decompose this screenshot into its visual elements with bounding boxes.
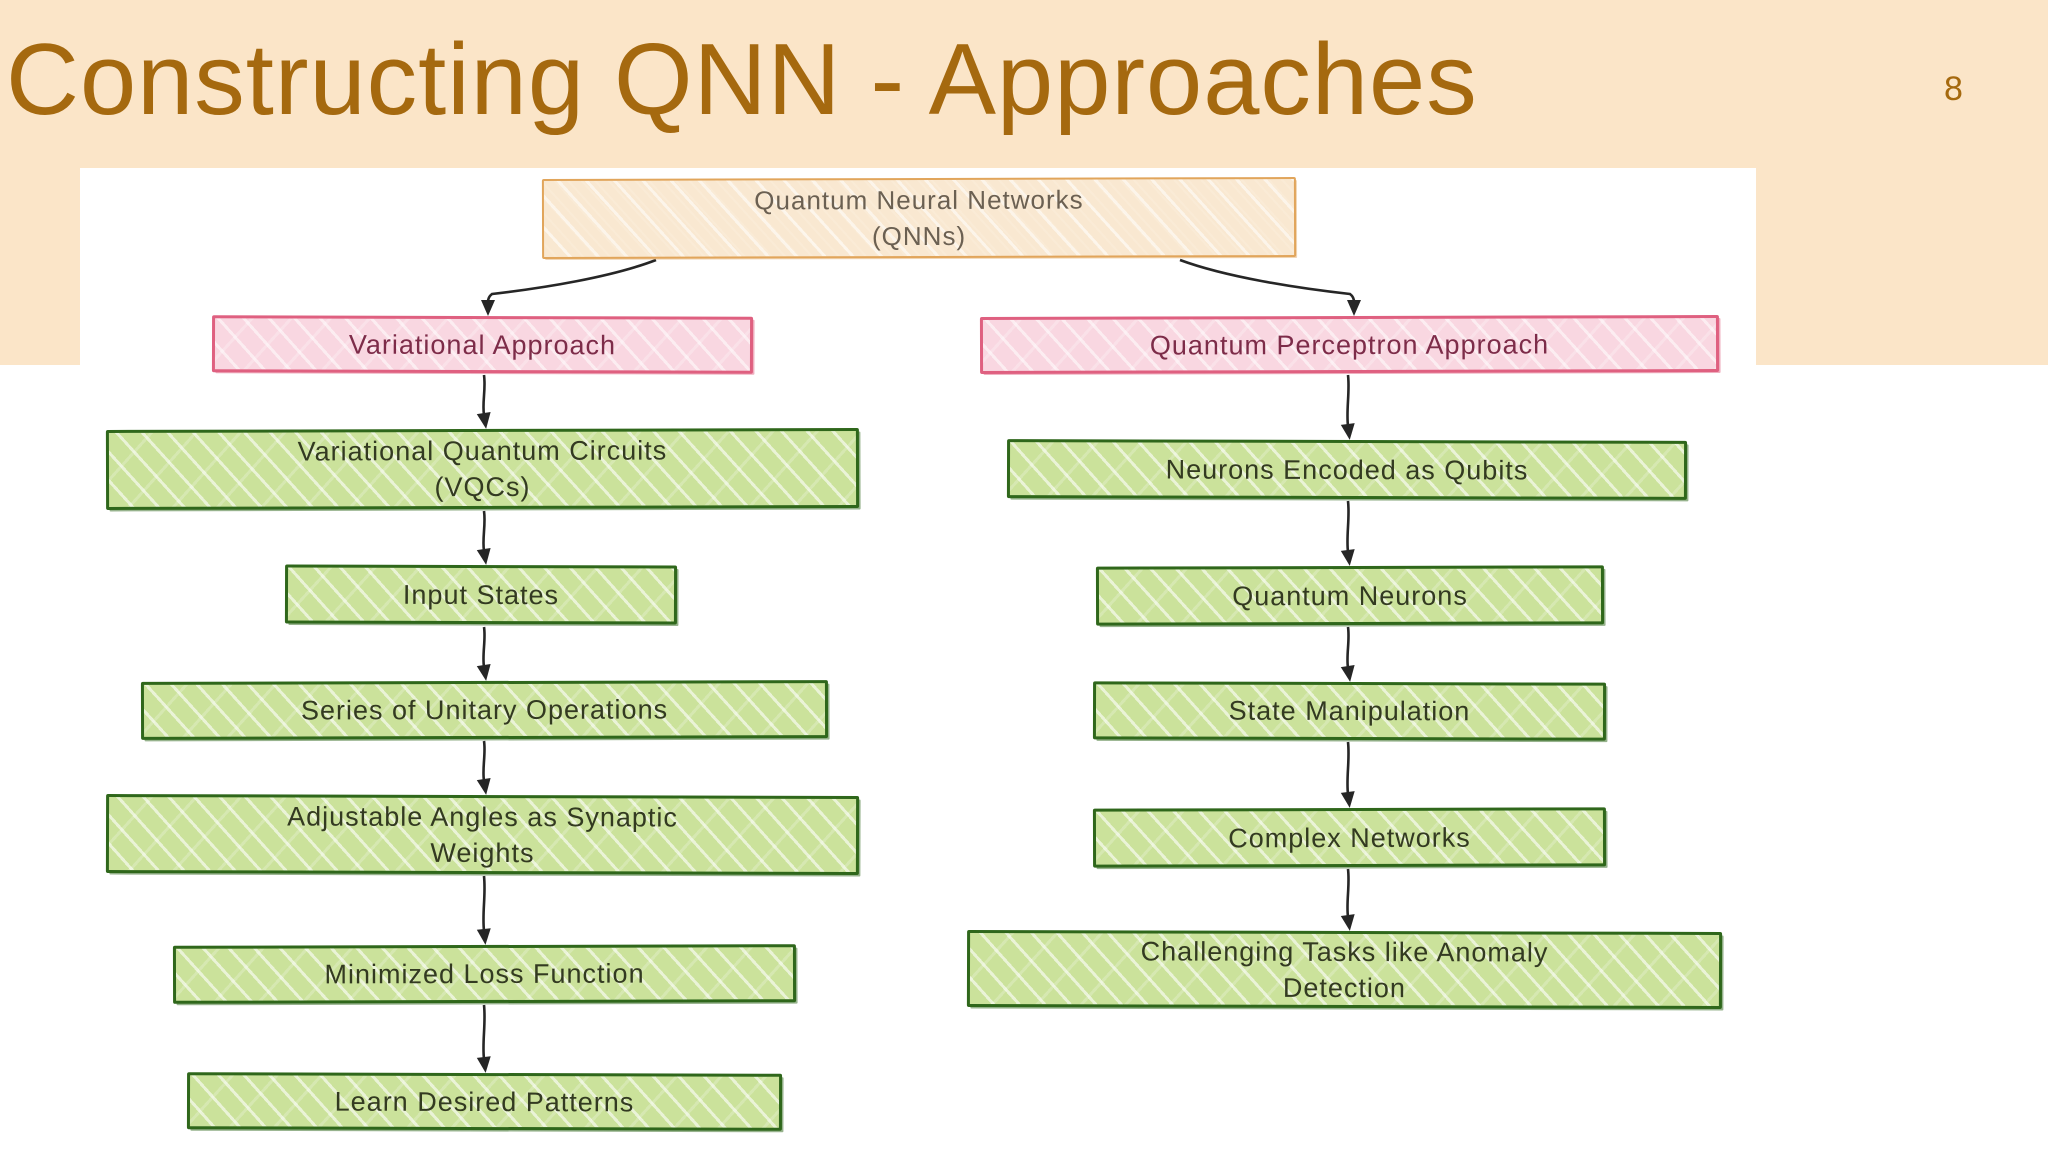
arrow-minimized-learn [476, 1004, 491, 1073]
node-series-of-unitary-operations: Series of Unitary Operations [140, 680, 829, 740]
node-complex-networks: Complex Networks [1092, 807, 1607, 868]
arrow-qnn-perceptron [1179, 258, 1361, 316]
arrow-variational-vqc [476, 374, 491, 429]
node-variational-approach: Variational Approach [211, 315, 754, 374]
node-quantum-perceptron-approach: Quantum Perceptron Approach [979, 315, 1720, 374]
arrow-complex-challenging [1340, 868, 1355, 931]
node-learn-desired-patterns: Learn Desired Patterns [186, 1072, 783, 1131]
node-neurons-encoded-as-qubits: Neurons Encoded as Qubits [1006, 439, 1688, 500]
arrow-statemanip-complex [1340, 741, 1355, 808]
node-quantum-neurons: Quantum Neurons [1095, 565, 1605, 626]
node-variational-quantum-circuits: Variational Quantum Circuits (VQCs) [105, 428, 860, 510]
arrow-qneurons-statemanip [1340, 626, 1355, 682]
node-state-manipulation: State Manipulation [1092, 681, 1607, 741]
arrow-qnn-variational [481, 258, 657, 316]
node-challenging-tasks: Challenging Tasks like Anomaly Detection [966, 930, 1723, 1009]
node-quantum-neural-networks: Quantum Neural Networks (QNNs) [541, 177, 1297, 259]
node-input-states: Input States [284, 564, 678, 625]
page-number: 8 [1944, 70, 1963, 108]
arrow-unitary-adjustable [476, 740, 491, 795]
arrow-perceptron-neurons [1340, 374, 1355, 440]
slide-title: Constructing QNN - Approaches [6, 24, 1478, 136]
node-adjustable-angles: Adjustable Angles as Synaptic Weights [105, 794, 860, 875]
arrow-adjustable-minimized [476, 875, 491, 945]
arrow-vqc-input [476, 510, 491, 565]
arrow-input-unitary [476, 626, 491, 681]
node-minimized-loss-function: Minimized Loss Function [172, 944, 797, 1004]
arrow-neurons-qneurons [1340, 500, 1355, 566]
